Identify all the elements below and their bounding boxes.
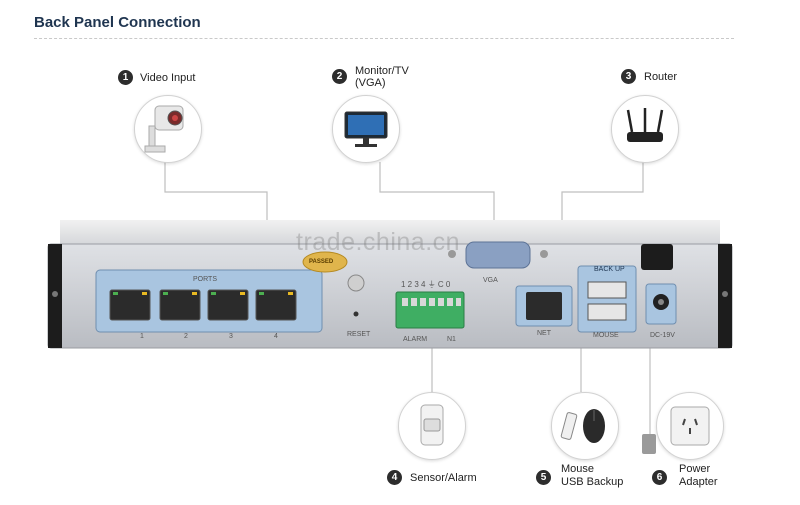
callout-number-5: 5	[536, 470, 551, 485]
power-circle	[656, 392, 724, 460]
router-icon	[626, 108, 664, 142]
usb-label: Mouse	[561, 463, 595, 475]
backup-label: BACK UP	[594, 266, 625, 273]
line-video-input	[164, 160, 268, 222]
callout-number-2: 2	[332, 69, 347, 84]
watermark: trade.china.cn	[296, 228, 461, 256]
alarm-in-label: N1	[447, 336, 456, 343]
callout-number-3: 3	[621, 69, 636, 84]
alarm-pin-labels: 1 2 3 4 ⏚ C 0	[401, 280, 451, 289]
video-input-label: Video Input	[140, 72, 196, 84]
port-number-3: 3	[229, 333, 233, 340]
video-input-circle	[134, 95, 202, 163]
sensor-icon	[420, 404, 444, 446]
device-back-panel	[47, 220, 733, 349]
vga-label: VGA	[483, 277, 498, 284]
power-outlet-icon	[670, 406, 710, 446]
usb-label-2: USB Backup	[561, 476, 624, 488]
net-label: NET	[537, 330, 551, 337]
sensor-circle	[398, 392, 466, 460]
line-router	[561, 160, 644, 222]
usb-circle	[551, 392, 619, 460]
callout-number-1: 1	[118, 70, 133, 85]
monitor-label-2: (VGA)	[355, 77, 386, 89]
line-monitor	[379, 162, 495, 240]
monitor-circle	[332, 95, 400, 163]
port-number-4: 4	[274, 333, 278, 340]
power-label-2: Adapter	[679, 476, 718, 488]
ports-label: PORTS	[193, 276, 217, 283]
power-plug	[642, 434, 656, 454]
monitor-label: Monitor/TV	[355, 65, 409, 77]
monitor-icon	[344, 111, 388, 147]
router-label: Router	[644, 71, 678, 83]
port-number-2: 2	[184, 333, 188, 340]
callout-number-6: 6	[652, 470, 667, 485]
sensor-label: Sensor/Alarm	[410, 472, 477, 484]
port-number-1: 1	[140, 333, 144, 340]
mouse-usb-icon	[560, 409, 605, 443]
camera-icon	[144, 105, 184, 153]
page-title: Back Panel Connection	[34, 14, 201, 31]
reset-label: RESET	[347, 331, 371, 338]
callout-number-4: 4	[387, 470, 402, 485]
title-divider	[34, 38, 734, 39]
dc-label: DC-19V	[650, 332, 675, 339]
router-circle	[611, 95, 679, 163]
mouse-label: MOUSE	[593, 332, 619, 339]
power-label: Power	[679, 463, 711, 475]
passed-badge: PASSED	[309, 259, 334, 265]
alarm-label: ALARM	[403, 336, 428, 343]
